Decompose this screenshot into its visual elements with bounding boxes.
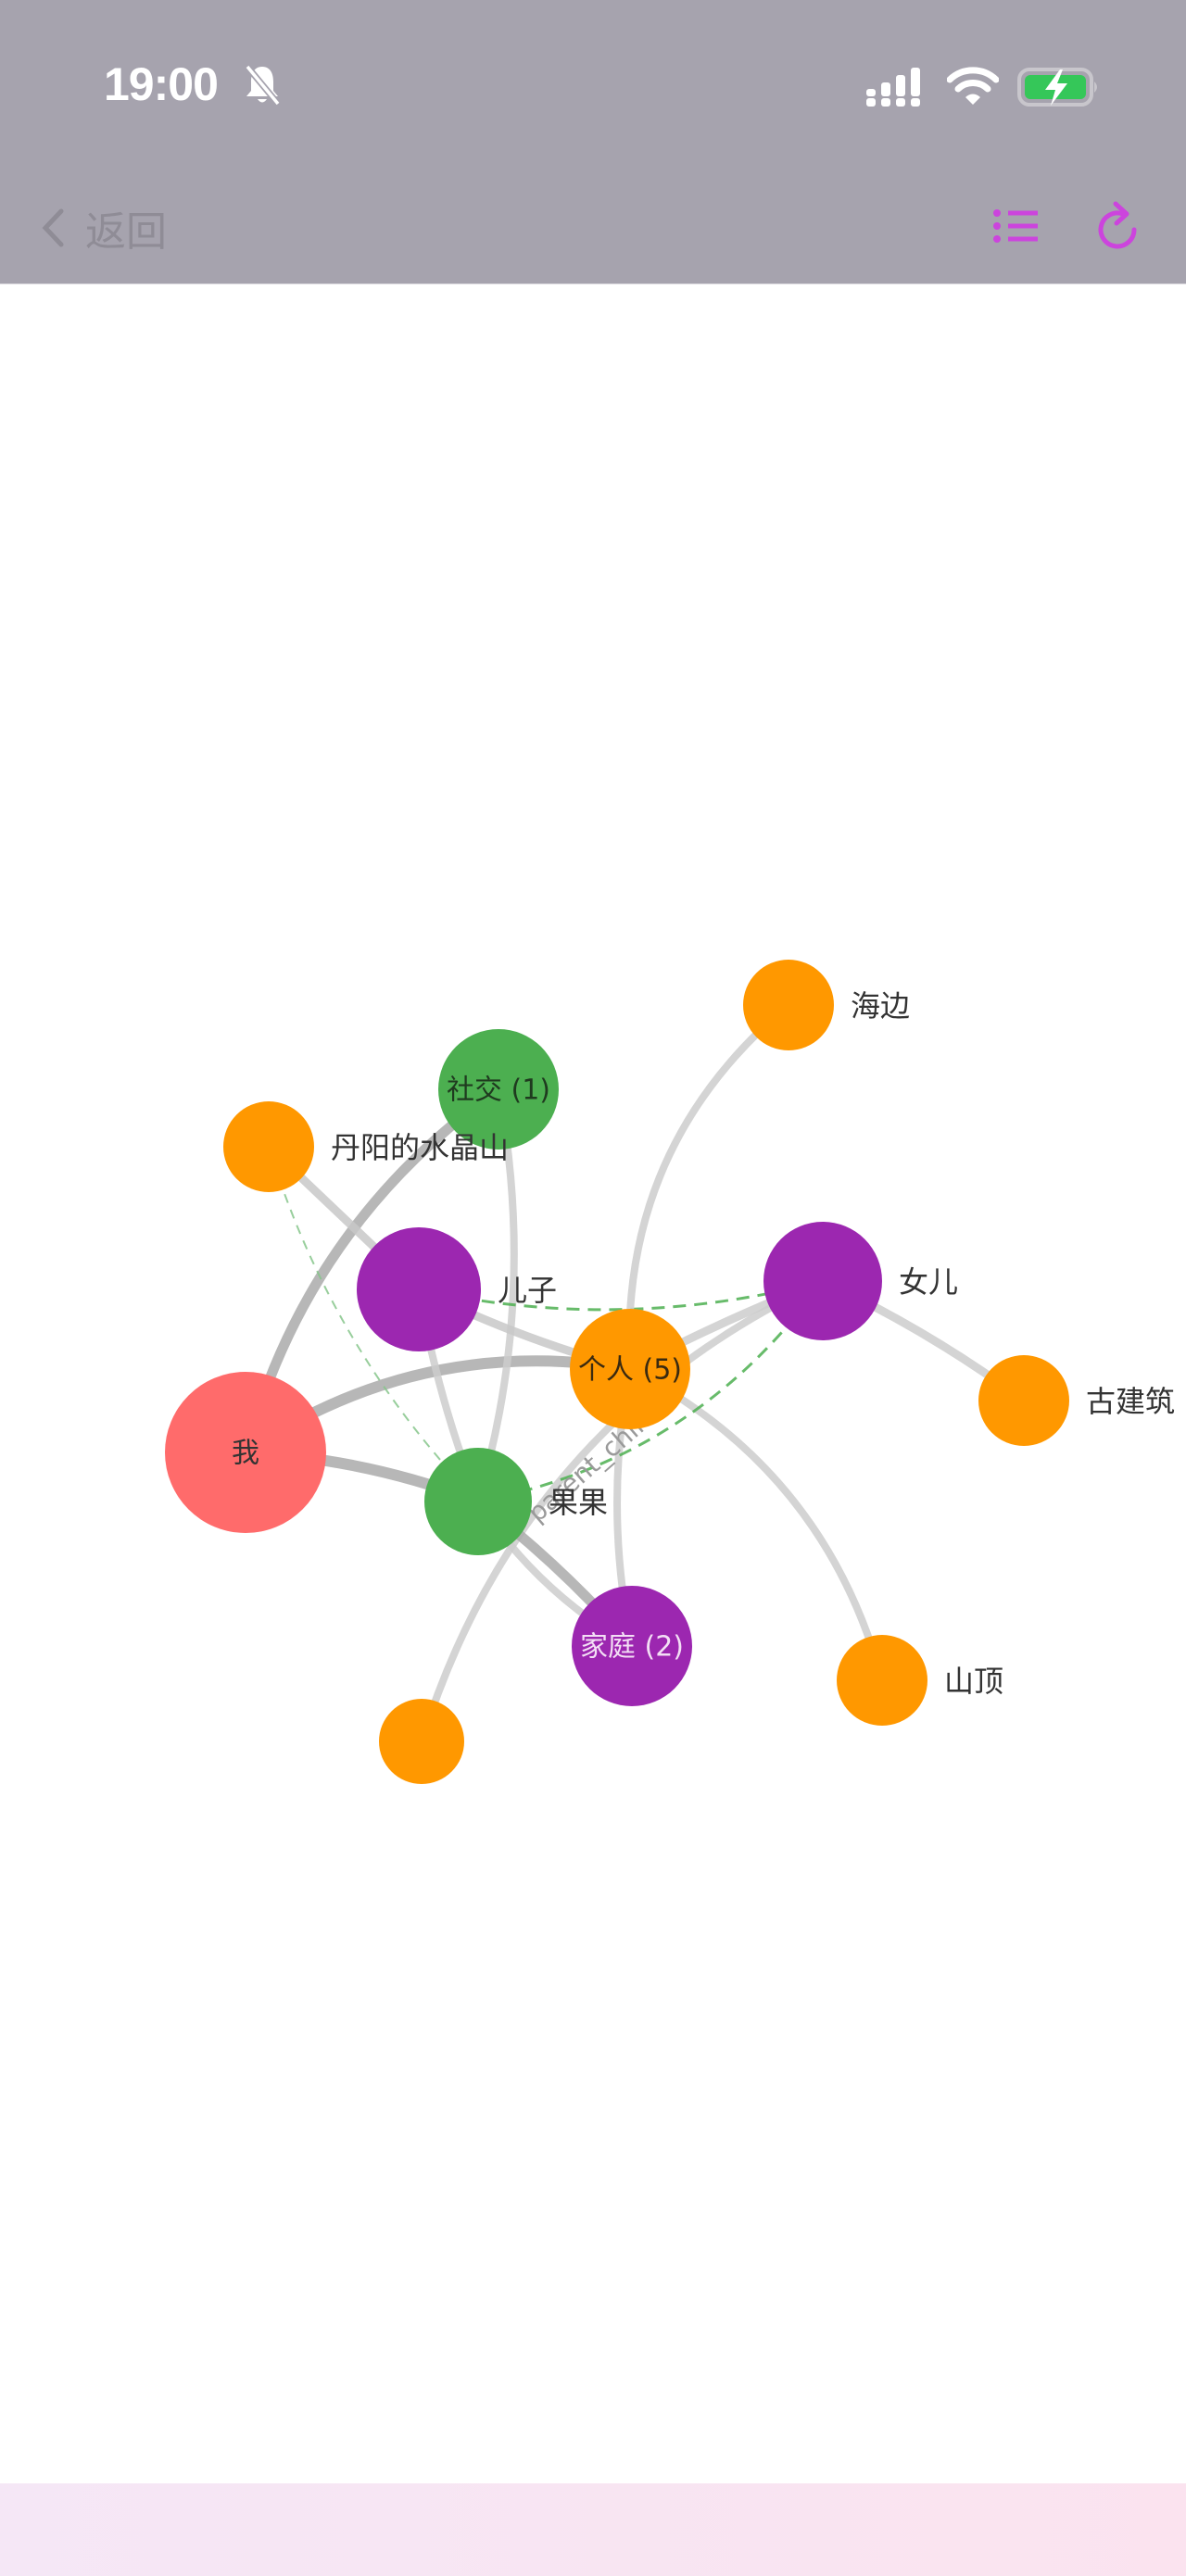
back-label: 返回 xyxy=(85,208,167,256)
node-label: 家庭 (2) xyxy=(580,1631,684,1664)
graph-node-personal[interactable]: 个人 (5) xyxy=(570,1309,690,1429)
graph-edge-daughter-unnamed xyxy=(418,1277,825,1743)
graph-node-me[interactable]: 我 xyxy=(165,1372,326,1533)
graph-node-daughter[interactable]: 女儿 xyxy=(763,1222,958,1340)
refresh-icon[interactable] xyxy=(1088,195,1153,259)
wifi-icon xyxy=(947,67,999,105)
cellular-signal-icon xyxy=(866,68,920,107)
node-circle[interactable] xyxy=(438,1029,559,1150)
node-label: 儿子 xyxy=(498,1273,557,1308)
node-label: 古建筑 xyxy=(1086,1384,1175,1419)
graph-node-social[interactable]: 社交 (1) xyxy=(438,1029,559,1150)
graph-edge-danyang-guoguo xyxy=(268,1146,479,1502)
node-circle[interactable] xyxy=(165,1372,326,1533)
node-circle[interactable] xyxy=(379,1699,464,1784)
node-circle[interactable] xyxy=(572,1586,692,1706)
node-label: 山顶 xyxy=(944,1664,1003,1699)
node-label: 丹阳的水晶山 xyxy=(331,1130,509,1165)
graph-node-seaside[interactable]: 海边 xyxy=(743,960,910,1050)
node-circle[interactable] xyxy=(743,960,834,1050)
graph-node-unnamed[interactable] xyxy=(379,1699,464,1784)
node-label: 女儿 xyxy=(899,1264,958,1300)
node-circle[interactable] xyxy=(223,1101,314,1192)
node-label: 海边 xyxy=(851,988,910,1024)
graph-node-summit[interactable]: 山顶 xyxy=(837,1635,1003,1726)
graph-node-family[interactable]: 家庭 (2) xyxy=(572,1586,692,1706)
list-icon[interactable] xyxy=(984,195,1049,259)
bottom-bar xyxy=(0,2483,1186,2576)
graph-node-son[interactable]: 儿子 xyxy=(357,1227,557,1351)
chevron-left-icon xyxy=(42,208,64,247)
node-circle[interactable] xyxy=(978,1355,1069,1446)
node-label: 果果 xyxy=(549,1485,608,1520)
status-bar: 19:00 xyxy=(0,0,1186,171)
node-label: 我 xyxy=(232,1438,259,1470)
graph-node-guoguo[interactable]: 果果 xyxy=(424,1448,608,1555)
bell-slash-icon xyxy=(245,64,281,107)
nav-bar xyxy=(0,171,1186,284)
node-circle[interactable] xyxy=(424,1448,532,1555)
node-label: 社交 (1) xyxy=(447,1074,550,1107)
node-circle[interactable] xyxy=(570,1309,690,1429)
graph-node-danyang[interactable]: 丹阳的水晶山 xyxy=(223,1101,509,1192)
battery-charging-icon xyxy=(1017,68,1097,107)
back-button[interactable]: 返回 xyxy=(41,202,167,256)
graph-node-ancient[interactable]: 古建筑 xyxy=(978,1355,1175,1446)
relationship-graph[interactable]: parent_child 我社交 (1)丹阳的水晶山儿子个人 (5)女儿海边古建… xyxy=(0,283,1186,2483)
node-circle[interactable] xyxy=(763,1222,882,1340)
status-time: 19:00 xyxy=(104,58,219,110)
node-label: 个人 (5) xyxy=(578,1354,682,1387)
node-circle[interactable] xyxy=(357,1227,481,1351)
node-circle[interactable] xyxy=(837,1635,927,1726)
